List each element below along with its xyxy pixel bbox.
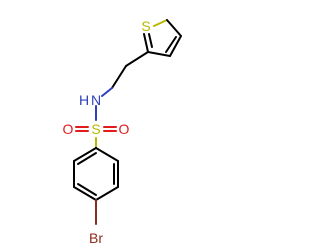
benzene-ring xyxy=(73,147,119,201)
chemical-structure: S H N S O O Br xyxy=(63,18,182,246)
bond-ar-6-1-double xyxy=(77,152,97,165)
bond-ch2-ch2 xyxy=(111,65,127,89)
sulfonamide-group xyxy=(75,105,117,149)
bond-ar-3-4 xyxy=(95,186,119,201)
bond-c3-c2 xyxy=(147,51,171,57)
bond-c5-c4 xyxy=(166,19,182,37)
bond-s1-c5 xyxy=(153,19,168,27)
ethyl-chain xyxy=(101,51,149,97)
thiophene-sulfur-label: S xyxy=(141,18,150,34)
bond-c2-ch2 xyxy=(125,51,149,67)
sulfonyl-oxygen-right-label: O xyxy=(119,121,130,137)
bond-c4-c3 xyxy=(169,35,182,57)
bond-ar-4-5 xyxy=(73,186,97,201)
bond-ar-6-1 xyxy=(73,147,97,162)
bond-c2-s1-double xyxy=(148,33,153,48)
bromine-label: Br xyxy=(89,230,103,246)
amine-hydrogen-label: H xyxy=(79,92,89,108)
amine-nitrogen-label: N xyxy=(91,92,101,108)
bond-ch2-n xyxy=(101,87,113,97)
bond-ar-4-5-double xyxy=(77,183,97,196)
sulfonyl-sulfur-label: S xyxy=(91,121,100,137)
thiophene-ring xyxy=(143,19,182,57)
sulfonyl-oxygen-left-label: O xyxy=(63,121,74,137)
bond-ar-1-2 xyxy=(95,147,119,162)
bond-c2-s1 xyxy=(143,33,149,53)
bond-c4-c3-double xyxy=(165,36,177,53)
